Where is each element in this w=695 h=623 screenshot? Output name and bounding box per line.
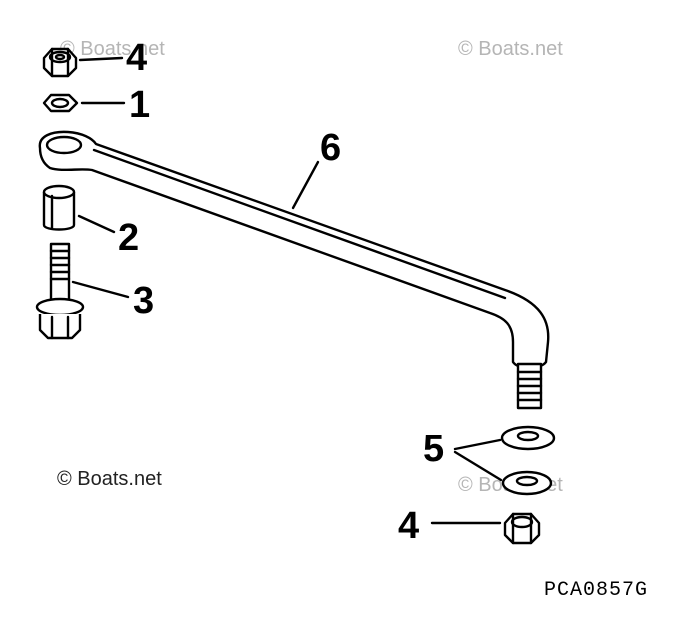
lock-nut-bottom-part	[503, 512, 541, 545]
hex-nut-part	[42, 93, 79, 113]
callout-5: 5	[423, 428, 444, 470]
callout-2: 2	[118, 217, 139, 259]
watermark-top-left: © Boats.net	[60, 38, 165, 60]
link-rod-part	[38, 130, 550, 410]
watermark-top-right: © Boats.net	[458, 38, 563, 60]
callout-4-top: 4	[126, 37, 147, 79]
leader-lines	[71, 56, 503, 525]
washer-lower-part	[501, 470, 553, 496]
lock-nut-top-part	[42, 47, 78, 78]
callout-4-bottom: 4	[398, 505, 419, 547]
callout-6: 6	[320, 127, 341, 169]
watermark-bottom-left: © Boats.net	[57, 468, 162, 490]
callout-3: 3	[133, 280, 154, 322]
spacer-sleeve-part	[42, 184, 76, 231]
flange-bolt-part	[35, 242, 85, 340]
callout-1: 1	[129, 84, 150, 126]
diagram-code: PCA0857G	[544, 579, 648, 602]
washer-upper-part	[500, 425, 556, 451]
